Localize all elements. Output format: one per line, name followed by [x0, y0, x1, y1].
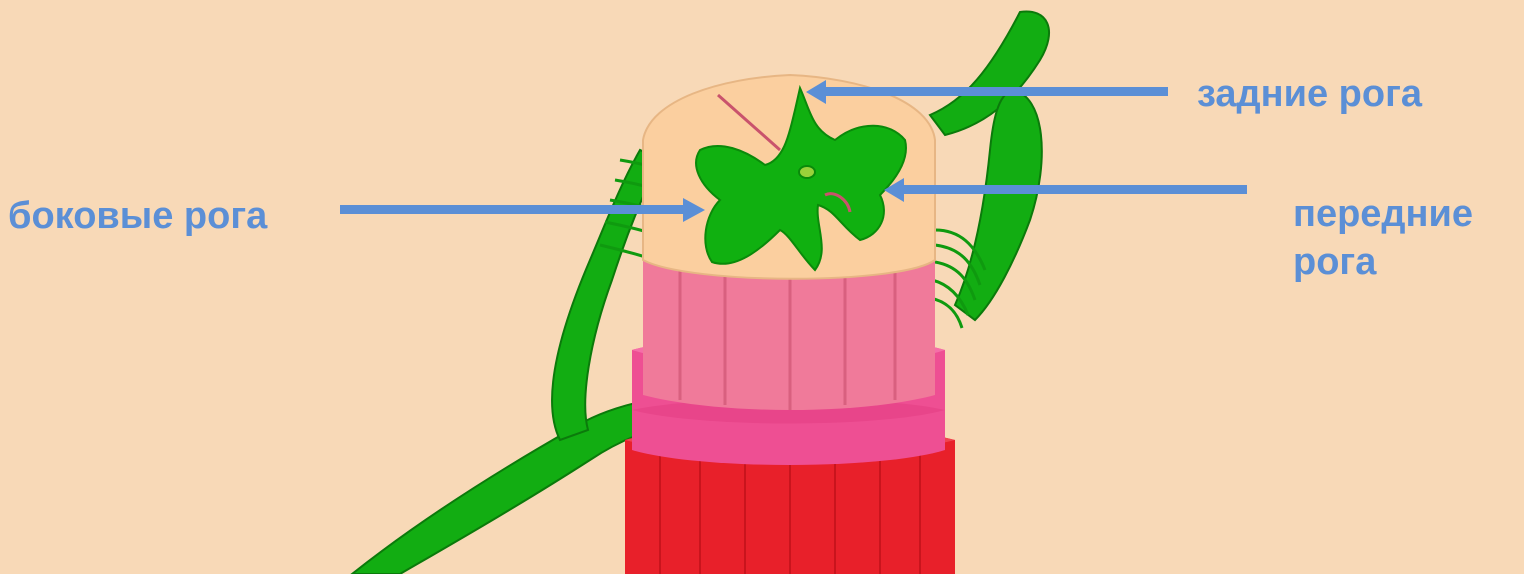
- right-spinal-nerve: [930, 12, 1049, 328]
- label-anterior-horns-line1: передние: [1293, 190, 1473, 238]
- label-anterior-horns-line2: рога: [1293, 238, 1473, 286]
- cord-cross-section: [643, 75, 935, 279]
- central-canal: [799, 166, 815, 178]
- label-posterior-horns: задние рога: [1197, 70, 1422, 118]
- label-anterior-horns: передние рога: [1293, 190, 1473, 286]
- label-lateral-horns: боковые рога: [8, 192, 267, 240]
- arrow-anterior-horns: [884, 178, 1247, 202]
